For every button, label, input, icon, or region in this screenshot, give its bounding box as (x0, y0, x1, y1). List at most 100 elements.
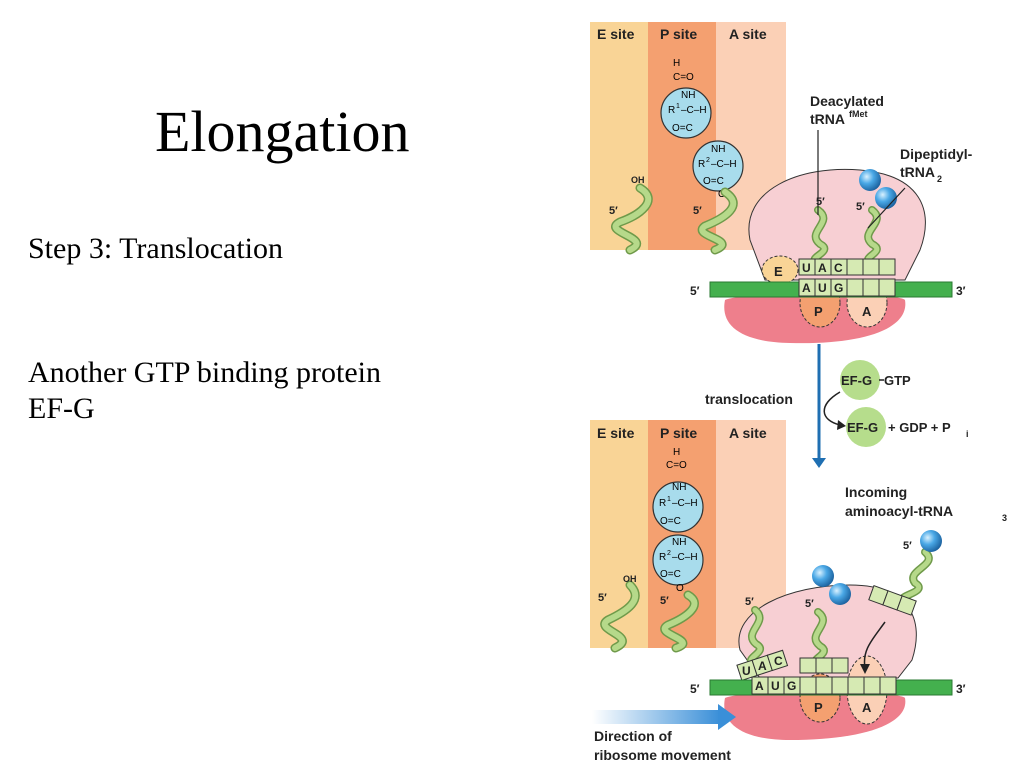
five-prime-e-bottom: 5′ (598, 592, 607, 604)
chem-r1-bottom: R (659, 498, 666, 509)
deacylated-label-2: tRNA (810, 111, 845, 127)
five-prime-e: 5′ (609, 205, 618, 217)
peptide-ball-4 (829, 583, 851, 605)
ribo-p-label: P (814, 304, 823, 319)
chem-o-c-2-bottom: O=C (660, 569, 681, 580)
slide-title: Elongation (155, 99, 410, 164)
deacylated-label-1: Deacylated (810, 93, 884, 109)
chem-h: H (673, 58, 680, 69)
pi-sub: i (966, 429, 969, 439)
p-site-label: P site (660, 26, 697, 42)
amino-acid-1-bottom (652, 481, 704, 533)
codon-u-top: U (818, 281, 827, 295)
incoming-anticodon (868, 585, 917, 616)
anticodon-u-top: U (802, 261, 811, 275)
chem-r1-sup-bottom: 1 (667, 496, 671, 503)
p-site-band-bottom (648, 420, 716, 648)
chem-h-bottom: H (673, 447, 680, 458)
chem-c-o: C=O (673, 72, 694, 83)
a-site-label-bottom: A site (729, 425, 767, 441)
anticodon-c-bottom: C (774, 654, 783, 668)
chem-c-h-1: –C–H (681, 105, 707, 116)
efg-label-1: EF-G (841, 373, 872, 388)
peptide-ball-3 (812, 565, 834, 587)
chem-c-o-bottom: C=O (666, 460, 687, 471)
five-prime-dipeptidyl: 5′ (856, 201, 865, 213)
step-label: Step 3: Translocation (28, 232, 284, 265)
chem-r2-sup-bottom: 2 (667, 550, 671, 557)
chem-r2-sup: 2 (706, 157, 710, 164)
amino-acid-ball-incoming (920, 530, 942, 552)
e-site-label-bottom: E site (597, 425, 635, 441)
chem-c-h-2-bottom: –C–H (672, 552, 698, 563)
five-prime-p: 5′ (693, 205, 702, 217)
mrna-five-prime-bottom: 5′ (690, 682, 700, 696)
chem-r2: R (698, 159, 705, 170)
gtp-label: GTP (884, 373, 911, 388)
chem-nh-2: NH (711, 144, 725, 155)
chem-c-h-2: –C–H (711, 159, 737, 170)
amino-acid-1 (660, 87, 712, 139)
incoming-label-1: Incoming (845, 484, 907, 500)
five-prime-p-bottom: 5′ (660, 595, 669, 607)
direction-arrow-body (592, 710, 720, 724)
efg-gtp-circle (840, 360, 880, 400)
ribo-e-label: E (774, 264, 783, 279)
chem-r1-sup: 1 (676, 103, 680, 110)
anticodon-c-top: C (834, 261, 843, 275)
bottom-panel: E site P site A site H C=O NH R 1 –C–H O… (590, 420, 1007, 763)
efg-gdp-circle (846, 407, 886, 447)
anticodon-u-bottom: U (742, 664, 751, 678)
incoming-sub: 3 (1002, 513, 1007, 523)
codon-g-top: G (834, 281, 843, 295)
mrna-three-prime-top: 3′ (956, 284, 966, 298)
five-prime-e-trna-bottom: 5′ (745, 596, 754, 608)
e-site-anticodon-bottom (736, 649, 789, 681)
direction-label-2: ribosome movement (594, 747, 731, 763)
five-prime-deacylated: 5′ (816, 196, 825, 208)
anticodon-a-bottom: A (758, 659, 767, 673)
p-site-label-bottom: P site (660, 425, 697, 441)
mrna-three-prime-bottom: 3′ (956, 682, 966, 696)
chem-o-c-1-bottom: O=C (660, 516, 681, 527)
translocation-step: translocation EF-G GTP EF-G + GDP + P i (705, 344, 969, 468)
dipeptide-structure: H C=O NH R 1 –C–H O=C NH R 2 –C–H O=C O (660, 58, 744, 200)
ribo-a-label: A (862, 304, 872, 319)
oh-label: OH (631, 175, 645, 185)
deacylated-sup: fMet (849, 109, 868, 119)
codon-g-bottom: G (787, 679, 796, 693)
codon-a-top: A (802, 281, 811, 295)
note-line-1: Another GTP binding protein (28, 356, 382, 389)
five-prime-incoming: 5′ (903, 540, 912, 552)
oh-label-bottom: OH (623, 574, 637, 584)
mrna-five-prime-top: 5′ (690, 284, 700, 298)
ribo-a-label-bottom: A (862, 700, 872, 715)
chem-nh-1-bottom: NH (672, 482, 686, 493)
gdp-pi-label: + GDP + P (888, 420, 951, 435)
chem-nh-1: NH (681, 90, 695, 101)
e-site-label: E site (597, 26, 635, 42)
amino-acid-2-bottom (652, 534, 704, 586)
direction-label-1: Direction of (594, 728, 672, 744)
chem-r1: R (668, 105, 675, 116)
peptide-ball-2 (875, 187, 897, 209)
codon-a-bottom: A (755, 679, 764, 693)
translocation-label: translocation (705, 391, 793, 407)
five-prime-p-trna-bottom: 5′ (805, 598, 814, 610)
chem-nh-2-bottom: NH (672, 537, 686, 548)
incoming-label-2: aminoacyl-tRNA (845, 503, 953, 519)
a-site-label: A site (729, 26, 767, 42)
chem-c-h-1-bottom: –C–H (672, 498, 698, 509)
note-line-2: EF-G (28, 392, 95, 425)
top-panel: E site P site A site H C=O NH R 1 –C–H O… (590, 22, 973, 344)
dipeptidyl-label-2: tRNA (900, 164, 935, 180)
chem-o-c-2: O=C (703, 176, 724, 187)
chem-o-bottom: O (676, 583, 684, 594)
dipeptidyl-sub: 2 (937, 174, 942, 184)
peptide-ball-1 (859, 169, 881, 191)
efg-label-2: EF-G (847, 420, 878, 435)
amino-acid-2 (692, 140, 744, 192)
dipeptidyl-label-1: Dipeptidyl- (900, 146, 973, 162)
codon-u-bottom: U (771, 679, 780, 693)
